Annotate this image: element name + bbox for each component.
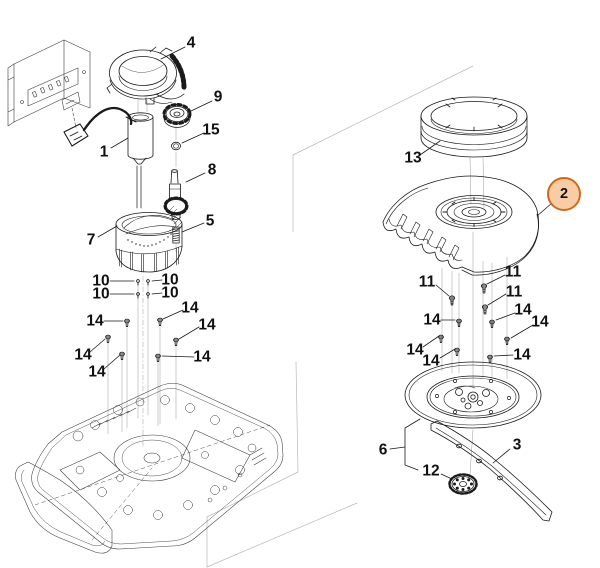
chassis [15, 382, 284, 554]
callout-14[interactable]: 14 [86, 312, 104, 330]
drive-shaft [163, 169, 189, 220]
carrier-ring [420, 96, 528, 158]
motor [127, 112, 154, 209]
deck-cover [382, 175, 540, 276]
callout-3[interactable]: 3 [512, 436, 522, 454]
callout-14[interactable]: 14 [193, 348, 211, 366]
height-adjuster-knob [162, 103, 192, 128]
callout-10[interactable]: 10 [161, 284, 179, 302]
callout-14[interactable]: 14 [422, 352, 440, 370]
callout-11[interactable]: 11 [418, 273, 436, 291]
callout-5[interactable]: 5 [205, 212, 215, 230]
callout-12[interactable]: 12 [422, 462, 440, 480]
callout-14[interactable]: 14 [423, 311, 441, 329]
callout-10[interactable]: 10 [161, 271, 179, 289]
callout-10[interactable]: 10 [92, 272, 110, 290]
callout-4[interactable]: 4 [186, 34, 196, 52]
callout-14[interactable]: 14 [198, 316, 216, 334]
callout-14[interactable]: 14 [181, 299, 199, 317]
leader-lines [89, 46, 553, 480]
motor-cable [63, 106, 137, 147]
callout-11[interactable]: 11 [505, 283, 523, 301]
callout-7[interactable]: 7 [86, 231, 96, 249]
callout-2[interactable]: 2 [547, 177, 581, 211]
fan-wheel-housing [115, 205, 183, 273]
o-ring [171, 141, 181, 151]
callout-10[interactable]: 10 [92, 285, 110, 303]
blade [430, 420, 553, 522]
callout-9[interactable]: 9 [213, 88, 223, 106]
callout-14[interactable]: 14 [531, 313, 549, 331]
callout-15[interactable]: 15 [202, 121, 220, 139]
callout-11[interactable]: 11 [504, 263, 522, 281]
callout-6[interactable]: 6 [378, 441, 388, 459]
fan-housing-ring [106, 46, 187, 105]
callout-14[interactable]: 14 [513, 346, 531, 364]
callout-8[interactable]: 8 [207, 161, 217, 179]
projection-lines [107, 99, 508, 475]
callout-14[interactable]: 14 [88, 363, 106, 381]
callout-14[interactable]: 14 [514, 301, 532, 319]
callout-1[interactable]: 1 [99, 143, 109, 161]
callout-14[interactable]: 14 [74, 346, 92, 364]
callout-13[interactable]: 13 [404, 149, 422, 167]
mainboard-bracket [7, 39, 91, 129]
mowing-disc [404, 361, 542, 429]
divider-plane [206, 65, 474, 568]
blade-washer [448, 473, 478, 495]
callout-14[interactable]: 14 [406, 341, 424, 359]
